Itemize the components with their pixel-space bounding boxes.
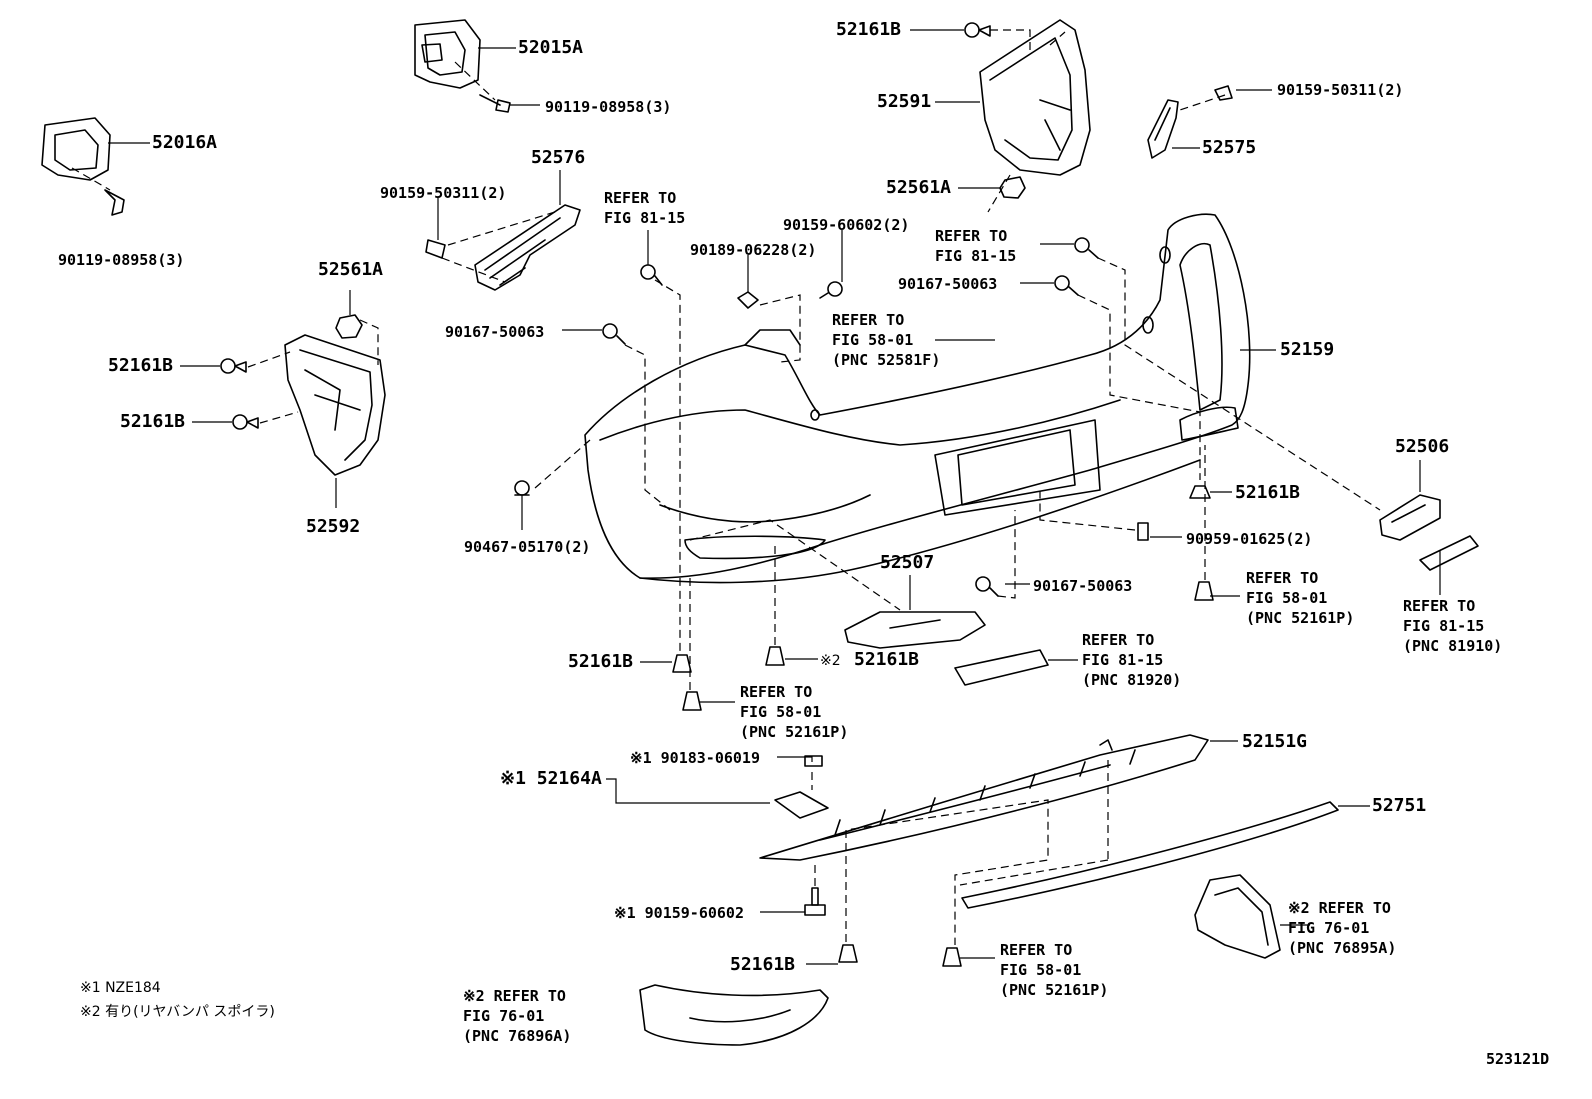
bracket-52591 — [979, 19, 1091, 176]
bracket-76895A — [1194, 874, 1281, 959]
label-52016A: 52016A — [152, 132, 218, 153]
label-52161B-r: 52161B — [1235, 482, 1301, 503]
label-52751: 52751 — [1372, 795, 1427, 816]
label-refer-fig81-15-c: REFER TO FIG 81-15 (PNC 81910) — [1403, 597, 1503, 655]
reflector-52506 — [1379, 494, 1441, 541]
label-refer-fig58-01-c: REFER TO FIG 58-01 (PNC 52161P) — [740, 683, 849, 741]
nut-52561A-left — [335, 314, 363, 339]
label-52161B-bl: 52161B — [568, 651, 634, 672]
reflector-81910 — [1419, 535, 1479, 571]
label-refer-fig81-15-a: REFER TO FIG 81-15 — [604, 189, 686, 227]
label-refer-fig58-01-d: REFER TO FIG 58-01 (PNC 52161P) — [1000, 941, 1109, 999]
label-52161B-top: 52161B — [836, 19, 902, 40]
label-52161B-bm: 52161B — [854, 649, 920, 670]
clip-52161B-top — [964, 22, 991, 38]
label-refer-fig76-01-b: ※2 REFER TO FIG 76-01 (PNC 76896A) — [463, 987, 572, 1045]
bolt-refer-81-15-b — [1074, 237, 1099, 259]
label-52015A: 52015A — [518, 37, 584, 58]
footnote-1: ※1 NZE184 — [80, 980, 161, 996]
clip-refer-58-01-c — [682, 691, 702, 711]
bolt-90159-50311-left — [425, 239, 446, 259]
bolt-90167-mid — [975, 576, 999, 597]
diagram-id: 523121D — [1486, 1050, 1550, 1068]
label-52161B-l1: 52161B — [108, 355, 174, 376]
reflector-81920 — [954, 649, 1049, 686]
clip-52161B-bot — [838, 944, 858, 963]
footnote-2: ※2 有り(リヤバンパ スポイラ) — [80, 1004, 275, 1020]
bracket-52575 — [1147, 99, 1179, 159]
nut-52561A-top — [999, 176, 1026, 199]
diffuser-52151G — [759, 734, 1209, 861]
label-90183-06019: ※1 90183-06019 — [630, 749, 760, 767]
clip-refer-58-01-d — [942, 947, 962, 967]
nut-90183 — [804, 755, 823, 767]
label-90167-50063-left: 90167-50063 — [445, 323, 545, 341]
label-refer-fig58-01-b: REFER TO FIG 58-01 (PNC 52161P) — [1246, 569, 1355, 627]
label-90189-06228: 90189-06228(2) — [690, 241, 817, 259]
clip-90959 — [1137, 522, 1149, 541]
clip-refer-58-01-b — [1194, 581, 1214, 601]
rear-bumper-cover — [584, 213, 1251, 584]
label-90119-08958-left: 90119-08958(3) — [58, 251, 185, 269]
garnish-52751 — [961, 801, 1339, 909]
label-52561A-left: 52561A — [318, 259, 384, 280]
bracket-52016A — [41, 117, 111, 181]
label-52591: 52591 — [877, 91, 932, 112]
reflector-52507 — [844, 611, 986, 649]
label-refer-fig81-15-d: REFER TO FIG 81-15 (PNC 81920) — [1082, 631, 1182, 689]
label-52576: 52576 — [531, 147, 586, 168]
bolt-90167-left — [602, 323, 626, 345]
bracket-52576 — [474, 204, 581, 291]
label-52506: 52506 — [1395, 436, 1450, 457]
bolt-90119-left — [104, 189, 125, 216]
label-90119-08958-top: 90119-08958(3) — [545, 98, 672, 116]
label-refer-fig76-01-a: ※2 REFER TO FIG 76-01 (PNC 76895A) — [1288, 899, 1397, 957]
label-90467-05170: 90467-05170(2) — [464, 538, 591, 556]
label-52159: 52159 — [1280, 339, 1335, 360]
label-52575: 52575 — [1202, 137, 1257, 158]
clip-52161B-r — [1189, 485, 1211, 499]
clip-52161B-bl — [672, 654, 692, 673]
bolt-90159-60602-top — [819, 281, 843, 299]
label-refer-fig58-01-a: REFER TO FIG 58-01 (PNC 52581F) — [832, 311, 941, 369]
label-52161B-l2: 52161B — [120, 411, 186, 432]
label-90159-60602-top: 90159-60602(2) — [783, 216, 910, 234]
clip-90189 — [737, 291, 759, 309]
bolt-90119-top — [479, 94, 511, 113]
label-52561A-top: 52561A — [886, 177, 952, 198]
bracket-52592 — [284, 334, 386, 476]
bolt-90159-60602-bot — [804, 887, 826, 916]
label-mark2-a: ※2 — [820, 653, 841, 669]
label-52164A: ※1 52164A — [500, 768, 602, 789]
clip-52161B-bm — [765, 646, 785, 666]
label-52507: 52507 — [880, 552, 935, 573]
label-90167-50063-mid: 90167-50063 — [1033, 577, 1133, 595]
label-52161B-bot: 52161B — [730, 954, 796, 975]
bolt-90167-right — [1054, 275, 1079, 296]
bracket-52015A — [414, 19, 481, 89]
rivet-90467 — [514, 480, 530, 496]
plate-52164A — [774, 791, 829, 819]
label-90159-60602-bot: ※1 90159-60602 — [614, 904, 744, 922]
clip-52161B-l2 — [232, 414, 259, 430]
label-90959-01625: 90959-01625(2) — [1186, 530, 1313, 548]
label-90159-50311-left: 90159-50311(2) — [380, 184, 507, 202]
label-90159-50311-right: 90159-50311(2) — [1277, 81, 1404, 99]
label-refer-fig81-15-b: REFER TO FIG 81-15 — [935, 227, 1017, 265]
label-52592: 52592 — [306, 516, 361, 537]
label-52151G: 52151G — [1242, 731, 1308, 752]
label-90167-50063-right: 90167-50063 — [898, 275, 998, 293]
spoiler-76896A — [639, 984, 829, 1046]
clip-52161B-l1 — [220, 358, 247, 374]
